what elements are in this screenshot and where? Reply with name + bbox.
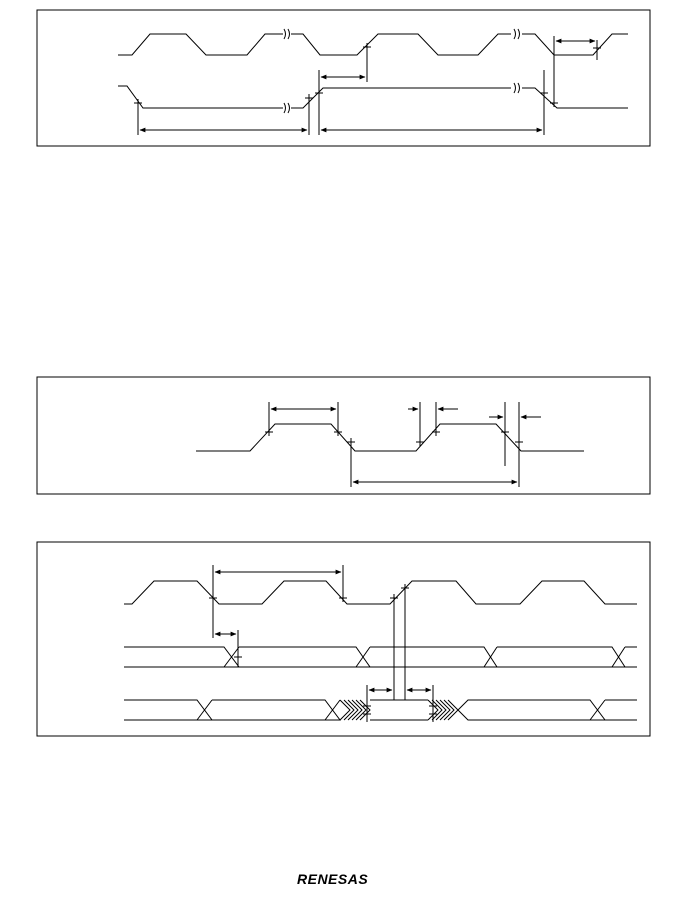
fig1-reference-lines [137, 36, 598, 135]
fig1-break-mark-3 [283, 102, 290, 114]
fig1-break-mark-2 [513, 28, 520, 40]
fig3-bus-waveform-2 [124, 699, 637, 721]
fig1-signal-waveform-2 [291, 87, 511, 109]
fig3-bus-waveform-1 [124, 646, 637, 668]
fig1-clock-waveform-3 [522, 33, 628, 56]
fig3-reference-lines [212, 565, 434, 722]
fig1-break-mark [283, 28, 290, 40]
fig2-reference-lines [268, 402, 520, 487]
timing-figure-1 [36, 9, 651, 147]
figure-2-frame [36, 376, 651, 495]
fig1-signal-waveform [118, 85, 283, 109]
renesas-logo: RENESAS [297, 871, 369, 887]
fig1-break-mark-4 [513, 82, 520, 94]
fig2-reference-marks [265, 428, 523, 446]
timing-figure-3 [36, 541, 651, 737]
fig1-clock-waveform-2 [291, 33, 511, 56]
figure-1-frame [36, 9, 651, 147]
fig3-clock-waveform [124, 580, 637, 605]
figure-3-frame [36, 541, 651, 737]
timing-figure-2 [36, 376, 651, 495]
fig1-clock-waveform [118, 33, 283, 56]
fig1-signal-waveform-3 [522, 87, 628, 109]
fig2-clock-waveform [196, 423, 584, 452]
